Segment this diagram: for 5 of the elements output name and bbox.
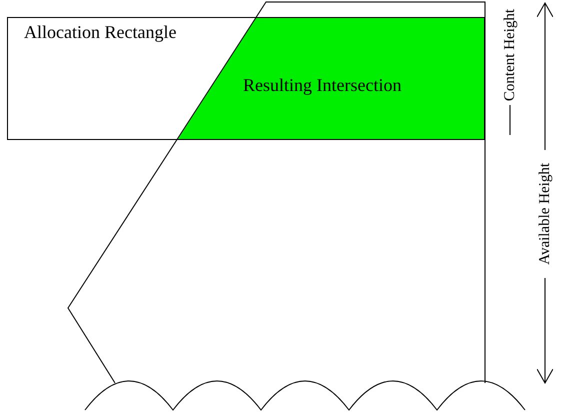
allocation-rectangle: [7, 17, 485, 140]
region-label: Resulting Intersection: [243, 75, 402, 96]
dimension-label: Available Height: [536, 163, 554, 265]
dimension-label: Content Height: [502, 8, 518, 102]
rectangle-label: Allocation Rectangle: [24, 22, 176, 43]
